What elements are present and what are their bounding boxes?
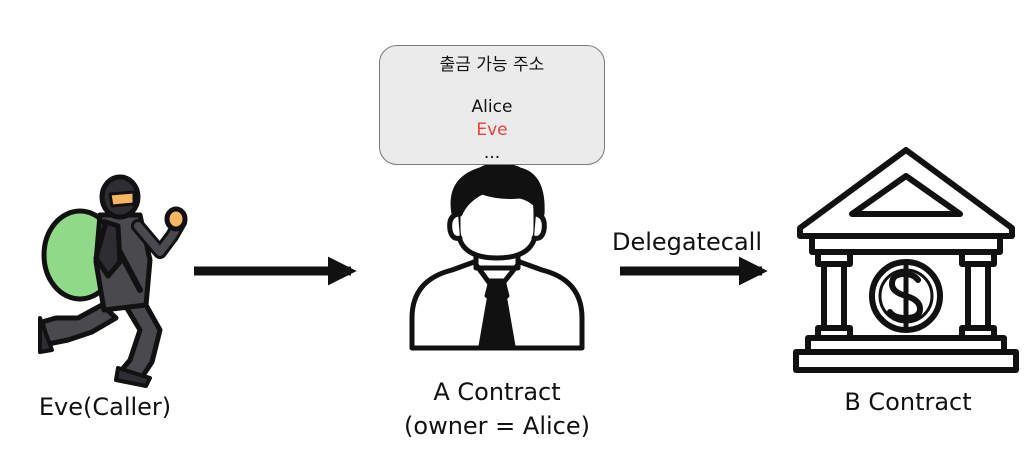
- delegatecall-label: Delegatecall: [611, 228, 763, 256]
- contract-b-label: B Contract: [844, 388, 972, 416]
- whitelist-entry: Eve: [476, 120, 508, 140]
- whitelist-entry: ...: [483, 143, 501, 163]
- bank-building-icon: [793, 147, 1019, 373]
- caller-label: Eve(Caller): [38, 393, 172, 421]
- businessman-icon: [409, 162, 585, 351]
- whitelist-entry: Alice: [471, 97, 513, 117]
- contract-a-owner-label: (owner = Alice): [404, 412, 590, 440]
- contract-a-label: A Contract: [433, 378, 561, 406]
- dollar-coin-icon: [869, 259, 943, 333]
- thief-with-sack-icon: [38, 174, 188, 388]
- whitelist-title: 출금 가능 주소: [439, 55, 545, 75]
